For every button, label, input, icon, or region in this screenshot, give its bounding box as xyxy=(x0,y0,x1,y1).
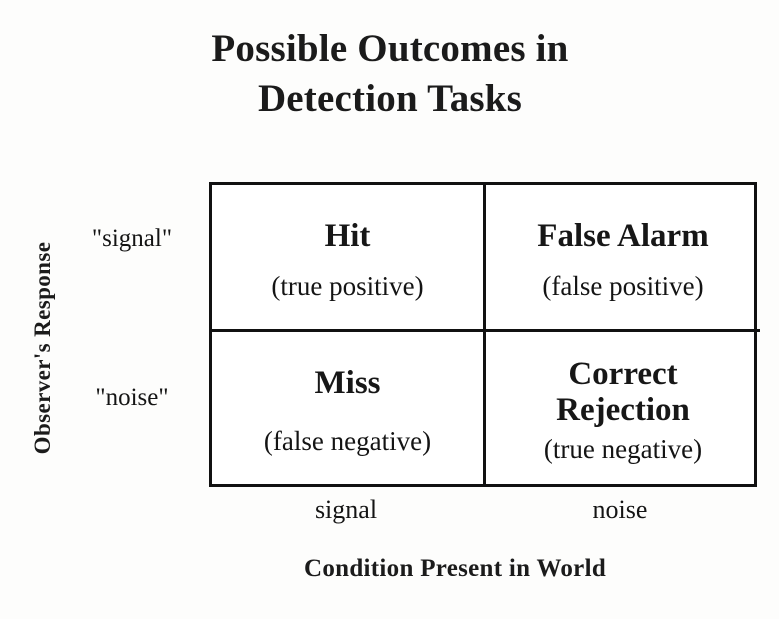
cell-hit-subtitle: (true positive) xyxy=(271,270,424,301)
x-axis-label: Condition Present in World xyxy=(303,555,607,582)
figure-title: Possible Outcomes in Detection Tasks xyxy=(150,24,630,124)
figure-title-line-2: Detection Tasks xyxy=(257,77,523,120)
cell-correct-rejection: Correct Rejection (true negative) xyxy=(486,332,760,487)
column-label-signal: signal xyxy=(314,495,378,524)
cell-false-alarm: False Alarm (false positive) xyxy=(486,185,760,332)
column-label-noise: noise xyxy=(592,495,648,524)
outcome-matrix: Hit (true positive) False Alarm (false p… xyxy=(209,182,760,487)
cell-miss-title: Miss xyxy=(314,365,381,401)
row-label-noise: "noise" xyxy=(95,384,169,411)
cell-false-alarm-title: False Alarm xyxy=(537,217,709,254)
cell-correct-rejection-subtitle: (true negative) xyxy=(543,433,703,464)
figure-title-line-1: Possible Outcomes in xyxy=(211,27,569,70)
cell-hit: Hit (true positive) xyxy=(212,185,486,332)
cell-correct-rejection-title: Correct Rejection xyxy=(556,355,690,428)
cell-hit-title: Hit xyxy=(324,217,371,254)
cell-miss-subtitle: (false negative) xyxy=(263,426,432,456)
row-label-signal: "signal" xyxy=(91,225,173,252)
cell-false-alarm-subtitle: (false positive) xyxy=(542,270,704,301)
cell-miss: Miss (false negative) xyxy=(212,332,486,487)
y-axis-label: Observer's Response xyxy=(30,241,55,455)
